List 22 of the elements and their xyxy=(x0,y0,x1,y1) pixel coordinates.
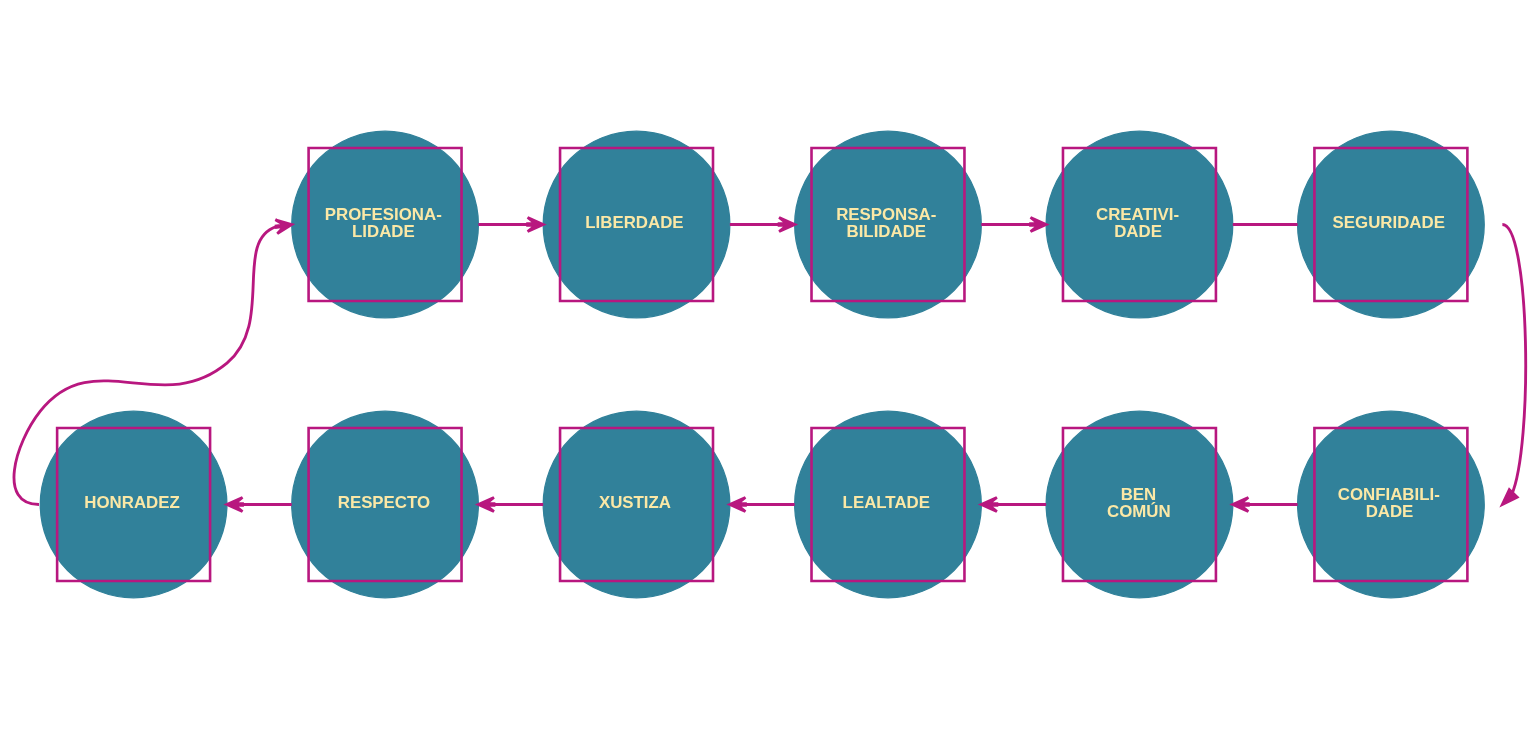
arrow xyxy=(478,216,545,233)
node-circle: LIBERDADE xyxy=(542,130,731,319)
node-circle: HONRADEZ xyxy=(39,410,228,599)
node-circle: SEGURIDADE xyxy=(1296,130,1485,319)
connector xyxy=(1232,223,1298,226)
node-circle: LEALTADE xyxy=(794,410,982,599)
arrow xyxy=(979,496,1047,513)
node-circle: RESPONSA- BILIDADE xyxy=(794,130,982,319)
arrow xyxy=(981,216,1048,233)
arrow xyxy=(1231,496,1298,513)
node-circle: CREATIVI- DADE xyxy=(1045,130,1234,319)
arrow xyxy=(476,496,544,513)
node-circle: RESPECTO xyxy=(291,410,480,599)
arrow xyxy=(225,496,292,513)
arrow xyxy=(12,218,294,506)
node-circle: XUSTIZA xyxy=(542,410,731,599)
node-circle: PROFESIONA- LIDADE xyxy=(291,130,480,319)
node-circle: BEN COMÚN xyxy=(1045,410,1234,599)
arrow xyxy=(728,496,795,513)
arrow xyxy=(729,216,797,233)
arrow xyxy=(1499,223,1528,508)
node-circle: CONFIABILI- DADE xyxy=(1296,410,1485,599)
